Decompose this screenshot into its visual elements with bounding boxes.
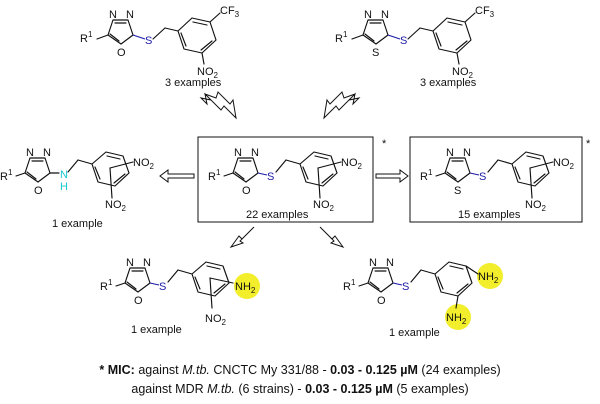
- footnote-line2-c: (5 examples): [396, 382, 469, 396]
- footnote-line2-b: (6 strains) -: [238, 382, 302, 396]
- ring-n2: N: [126, 9, 134, 21]
- nh2-b-label: NH2: [446, 312, 467, 326]
- nh-h-label: H: [60, 181, 68, 193]
- nh2-highlight: [234, 273, 260, 299]
- arrow-down-left: [229, 226, 255, 248]
- no2-b-label: NO2: [105, 199, 127, 213]
- ring-x: O: [134, 295, 143, 307]
- footnote-star: *: [99, 363, 105, 377]
- r1-label: R1: [420, 168, 433, 183]
- arrow-up-right: [323, 91, 361, 120]
- arrow-right: [375, 169, 409, 183]
- center-compound-frame: [197, 136, 374, 223]
- ring-x: O: [377, 295, 386, 307]
- caption-top-left: 3 examples: [165, 77, 222, 89]
- right-compound-frame: [409, 136, 583, 223]
- compound-top-right: N N S R1 S CF3 NO2 3 examples: [335, 5, 495, 89]
- compound-mid-left: N N O R1 N H NO2 NO2 1 example: [0, 147, 155, 230]
- footnote-line1-org: M.tb.: [182, 363, 210, 377]
- ring-n1: N: [109, 9, 117, 21]
- right-star: *: [586, 138, 591, 150]
- center-star: *: [382, 138, 387, 150]
- footnote-line1-b: CNCTC My 331/88 -: [213, 363, 327, 377]
- ring-x: S: [454, 185, 461, 197]
- compound-top-left: N N O R1 S CF3 NO2 3 examples: [80, 5, 240, 89]
- ring-n2: N: [386, 257, 394, 269]
- r1-label: R1: [335, 30, 348, 45]
- no2-b-label: NO2: [525, 199, 547, 213]
- no2-a-label: NO2: [553, 157, 575, 171]
- footnote-line1-a: against: [138, 363, 179, 377]
- arrow-down-right: [319, 226, 345, 248]
- compound-bottom-left: N N O R1 S NH2 NO2 1 example: [100, 257, 260, 336]
- nh2-b-highlight: [445, 304, 471, 330]
- cf3-label: CF3: [220, 5, 240, 19]
- arrow-left: [159, 169, 195, 183]
- footnote-line2-range: 0.03 - 0.125 µM: [305, 382, 393, 396]
- nh-linker-label: N: [60, 169, 68, 181]
- ring-n1: N: [369, 257, 377, 269]
- ring-n2: N: [381, 9, 389, 21]
- sulfur-label: S: [267, 171, 274, 183]
- caption-bottom-right: 1 example: [389, 327, 440, 339]
- sulfur-label: S: [145, 35, 152, 47]
- no2-label: NO2: [205, 313, 227, 327]
- ring-n2: N: [143, 257, 151, 269]
- ring-n1: N: [364, 9, 372, 21]
- footnote-line1-c: (24 examples): [421, 363, 501, 377]
- footnote-line-1: * MIC: against M.tb. CNCTC My 331/88 - 0…: [0, 363, 600, 377]
- ring-n2: N: [43, 147, 51, 159]
- sulfur-label: S: [400, 35, 407, 47]
- footnote-mic-label: MIC:: [107, 363, 135, 377]
- ring-n1: N: [234, 147, 242, 159]
- nh2-a-label: NH2: [478, 271, 499, 285]
- r1-label: R1: [0, 168, 13, 183]
- compound-center: N N O R1 S NO2 NO2 22 examples: [208, 147, 363, 221]
- footnote-line-2: against MDR M.tb. (6 strains) - 0.03 - 0…: [0, 382, 600, 396]
- ring-n2: N: [463, 147, 471, 159]
- caption-mid-right: 15 examples: [458, 209, 521, 221]
- cf3-label: CF3: [475, 5, 495, 19]
- caption-center: 22 examples: [246, 209, 309, 221]
- r1-label: R1: [208, 168, 221, 183]
- footnote-line2-org: M.tb.: [207, 382, 235, 396]
- footnote-line2-a: against MDR: [131, 382, 204, 396]
- ring-x: O: [117, 47, 126, 59]
- r1-label: R1: [100, 278, 113, 293]
- footnote-line1-range: 0.03 - 0.125 µM: [330, 363, 418, 377]
- ring-n1: N: [446, 147, 454, 159]
- arrow-up-left: [199, 91, 237, 120]
- sulfur-label: S: [402, 281, 409, 293]
- compound-bottom-right: N N O R1 S NH2 NH2 1 example: [343, 257, 503, 339]
- ring-x: S: [372, 47, 379, 59]
- r1-label: R1: [80, 30, 93, 45]
- no2-label: NO2: [197, 66, 219, 80]
- nh2-label: NH2: [235, 281, 256, 295]
- ring-x: O: [242, 185, 251, 197]
- ring-n1: N: [26, 147, 34, 159]
- ring-x: O: [34, 185, 43, 197]
- caption-top-right: 3 examples: [420, 77, 477, 89]
- no2-b-label: NO2: [313, 199, 335, 213]
- ring-n2: N: [251, 147, 259, 159]
- r1-label: R1: [343, 278, 356, 293]
- caption-mid-left: 1 example: [52, 218, 103, 230]
- sulfur-label: S: [159, 281, 166, 293]
- caption-bottom-left: 1 example: [131, 324, 182, 336]
- compound-mid-right: N N S R1 S NO2 NO2 15 examples: [420, 147, 575, 221]
- nh2-a-highlight: [477, 263, 503, 289]
- ring-n1: N: [126, 257, 134, 269]
- no2-a-label: NO2: [133, 157, 155, 171]
- no2-label: NO2: [452, 66, 474, 80]
- sulfur-label: S: [479, 171, 486, 183]
- no2-a-label: NO2: [341, 157, 363, 171]
